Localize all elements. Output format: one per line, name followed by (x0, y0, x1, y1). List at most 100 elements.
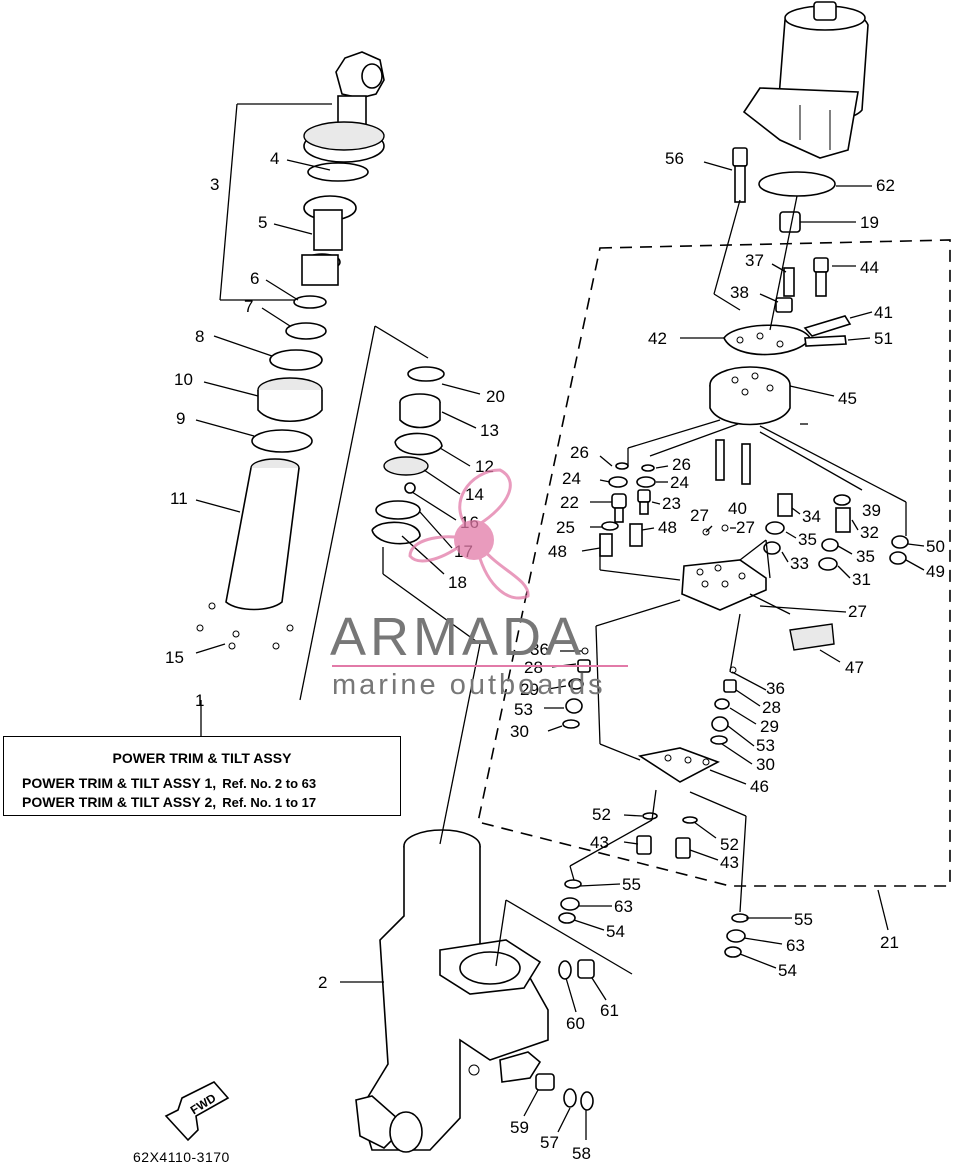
label-48a: 48 (548, 542, 567, 561)
label-13: 13 (480, 421, 499, 440)
watermark-tagline: marine outboards (332, 669, 606, 701)
title-box-row-2: POWER TRIM & TILT ASSY 2,Ref. No. 1 to 1… (22, 794, 316, 810)
label-2: 2 (318, 973, 327, 992)
label-23: 23 (662, 494, 681, 513)
label-11: 11 (170, 489, 188, 508)
part-56-bolt (732, 147, 748, 203)
valve-small-parts (599, 462, 909, 571)
label-10: 10 (174, 370, 193, 389)
label-47: 47 (845, 658, 864, 677)
label-63b: 63 (786, 936, 805, 955)
label-24b: 24 (670, 473, 689, 492)
drain-plugs (558, 879, 749, 958)
part-43-bolts (636, 812, 698, 859)
part-41-valve (803, 315, 852, 337)
row-1-name: POWER TRIM & TILT ASSY 1, (22, 775, 217, 791)
label-3: 3 (210, 175, 219, 194)
part-62-oring (758, 171, 836, 197)
label-27a: 27 (690, 506, 709, 525)
small-fittings (535, 959, 595, 1111)
label-53a: 53 (514, 700, 533, 719)
label-40: 40 (728, 499, 747, 518)
label-60: 60 (566, 1014, 585, 1033)
title-box-row-1: POWER TRIM & TILT ASSY 1, Ref. No. 2 to 6… (22, 775, 316, 791)
label-56: 56 (665, 149, 684, 168)
label-28a: 28 (524, 658, 543, 677)
fwd-arrow-icon (164, 1081, 230, 1142)
label-33: 33 (790, 554, 809, 573)
part-2-cylinder-body (355, 829, 549, 1153)
assembly-21-boundary (477, 239, 951, 887)
label-38: 38 (730, 283, 749, 302)
label-27c: 27 (848, 602, 867, 621)
label-45: 45 (838, 389, 857, 408)
label-43a: 43 (590, 833, 609, 852)
label-50: 50 (926, 537, 945, 556)
label-8: 8 (195, 327, 204, 346)
label-15: 15 (165, 648, 184, 667)
part-40-pins (715, 439, 751, 485)
label-22: 22 (560, 493, 579, 512)
label-51: 51 (874, 329, 893, 348)
valve-block (681, 559, 767, 611)
label-36a: 36 (530, 640, 549, 659)
label-26b: 26 (672, 455, 691, 474)
label-32: 32 (860, 523, 879, 542)
label-28b: 28 (762, 698, 781, 717)
label-42: 42 (648, 329, 667, 348)
part-44-bolt (813, 257, 829, 297)
label-48b: 48 (658, 518, 677, 537)
label-36b: 36 (766, 679, 785, 698)
label-35b: 35 (856, 547, 875, 566)
label-59: 59 (510, 1118, 529, 1137)
label-54b: 54 (778, 961, 797, 980)
label-7: 7 (244, 297, 253, 316)
label-18: 18 (448, 573, 467, 592)
label-6: 6 (250, 269, 259, 288)
valve-parts-right (710, 666, 737, 745)
piston-parts (371, 366, 445, 545)
propeller-logo-icon (408, 468, 530, 600)
part-42-plate (723, 324, 811, 356)
label-30b: 30 (756, 755, 775, 774)
title-box: POWER TRIM & TILT ASSY POWER TRIM & TILT… (3, 736, 401, 816)
part-37-pin (783, 267, 795, 297)
label-61: 61 (600, 1001, 619, 1020)
label-63a: 63 (614, 897, 633, 916)
label-62: 62 (876, 176, 895, 195)
label-41: 41 (874, 303, 893, 322)
label-52b: 52 (720, 835, 739, 854)
label-44: 44 (860, 258, 879, 277)
catalog-number: 62X4110-3170 (133, 1149, 230, 1165)
label-29b: 29 (760, 717, 779, 736)
label-35a: 35 (798, 530, 817, 549)
label-14: 14 (465, 485, 484, 504)
row-2-name: POWER TRIM & TILT ASSY 2, (22, 794, 217, 810)
label-54a: 54 (606, 922, 625, 941)
part-51-valve (804, 335, 847, 347)
label-55a: 55 (622, 875, 641, 894)
label-34: 34 (802, 507, 821, 526)
label-43b: 43 (720, 853, 739, 872)
label-53b: 53 (756, 736, 775, 755)
label-9: 9 (176, 409, 185, 428)
row-1-ref: Ref. No. 2 to 63 (222, 776, 317, 791)
part-38-nut (775, 297, 793, 313)
tilt-ram-assembly (196, 51, 385, 650)
label-31: 31 (852, 570, 871, 589)
label-25: 25 (556, 518, 575, 537)
watermark-name: ARMADA (330, 607, 586, 667)
label-19: 19 (860, 213, 879, 232)
label-49: 49 (926, 562, 945, 581)
label-57: 57 (540, 1133, 559, 1152)
label-5: 5 (258, 213, 267, 232)
label-26a: 26 (570, 443, 589, 462)
label-1: 1 (195, 691, 204, 710)
label-39: 39 (862, 501, 881, 520)
label-24a: 24 (562, 469, 581, 488)
part-45-pump-body (709, 366, 791, 426)
part-46-plate (637, 747, 720, 783)
label-27b: 27 (736, 518, 755, 537)
label-55b: 55 (794, 910, 813, 929)
